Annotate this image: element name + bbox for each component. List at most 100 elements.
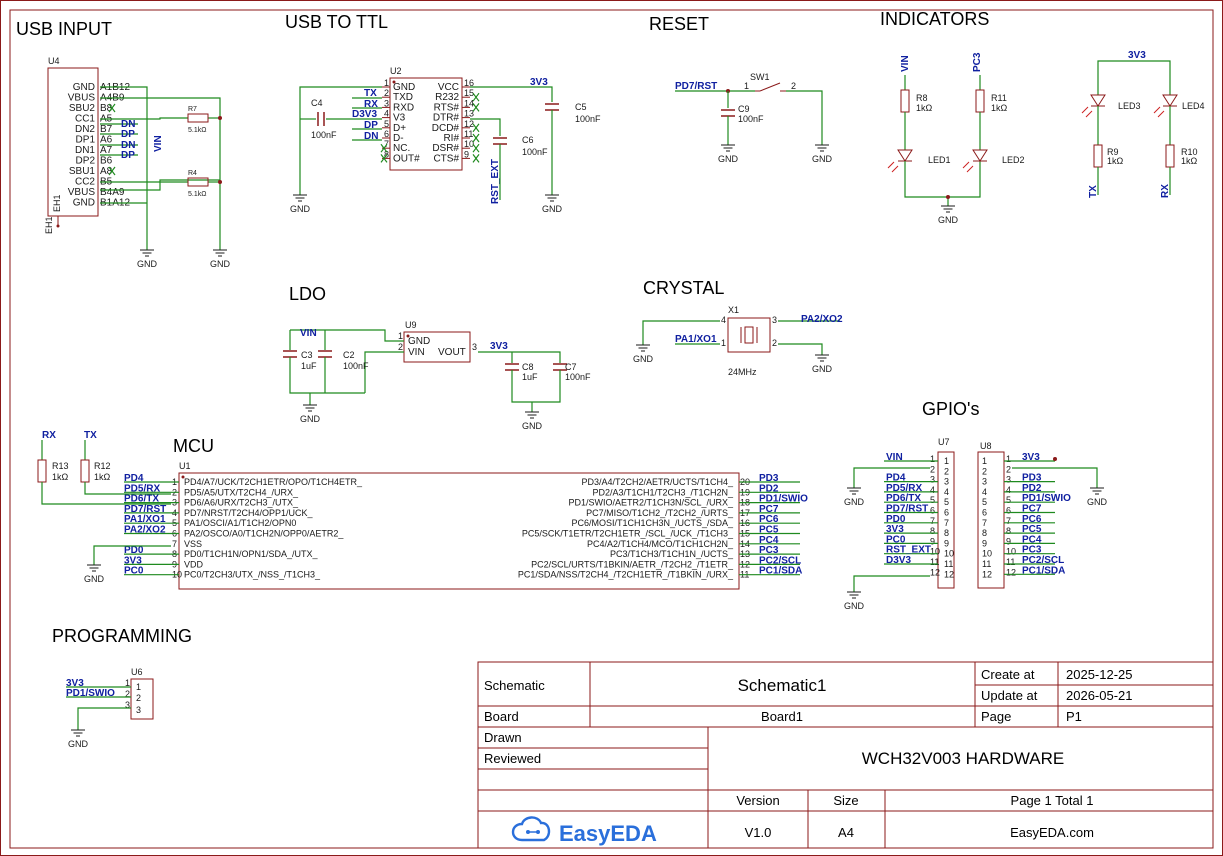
u7-net-label: PD5/RX	[886, 483, 922, 494]
led4-ref: LED4	[1182, 101, 1205, 111]
wire-3v3-led	[1097, 60, 1171, 95]
u1-mcu-body[interactable]	[178, 472, 740, 590]
c6-value: 100nF	[522, 147, 548, 157]
led3-ref: LED3	[1118, 101, 1141, 111]
r13-ref: R13	[52, 461, 69, 471]
r7-body[interactable]	[187, 113, 209, 123]
gnd-label: GND	[844, 497, 865, 507]
reset-block: PD7/RST SW1 1 2 C9 100nF	[675, 72, 823, 145]
led4-symbol[interactable]	[1162, 94, 1178, 107]
net-pa2-xo2: PA2/XO2	[801, 314, 843, 325]
u4-connector-body[interactable]	[47, 67, 99, 217]
tb-site: EasyEDA.com	[1010, 825, 1094, 840]
tb-create-label: Create at	[981, 667, 1035, 682]
u2-pin-label: D+	[393, 123, 406, 134]
net-dn-u2: DN	[364, 131, 378, 142]
r8-body[interactable]	[900, 89, 910, 113]
r13-body[interactable]	[37, 459, 47, 483]
u7-net-label: VIN	[886, 452, 903, 463]
nc-marker	[472, 103, 480, 112]
mcu-left-net: PD6/TX	[124, 494, 159, 505]
u7-pin-num: 6	[930, 506, 935, 516]
u4-pin-num: A8	[100, 166, 113, 177]
u7-pin-num: 1	[930, 454, 935, 464]
x1-pin3: 3	[772, 315, 777, 325]
mcu-left-pin-label: PC0/T2CH3/UTX_/NSS_/T1CH3_	[184, 570, 321, 580]
r11-body[interactable]	[975, 89, 985, 113]
u7-inner-num: 12	[944, 569, 954, 579]
u4-eh-dot	[56, 224, 60, 228]
u2-ref: U2	[390, 66, 402, 76]
u9-ldo-body[interactable]	[403, 331, 471, 363]
mcu-right-net: PD1/SWIO	[759, 494, 808, 505]
net-3v3-ldo: 3V3	[490, 341, 508, 352]
u2-ic-body[interactable]	[389, 77, 463, 171]
u6-ref: U6	[131, 667, 143, 677]
mcu-right-net: PC7	[759, 504, 779, 515]
c5-value: 100nF	[575, 114, 601, 124]
r12-body[interactable]	[80, 459, 90, 483]
wire-u7-gnd-top	[853, 467, 930, 488]
r8-value: 1kΩ	[916, 103, 933, 113]
u7-inner-num: 7	[944, 518, 949, 528]
u8-pin-num: 6	[1006, 506, 1011, 516]
r10-body[interactable]	[1165, 144, 1175, 168]
tb-page-value: P1	[1066, 709, 1082, 724]
u7-pin-num: 12	[930, 567, 940, 577]
r9-ref: R9	[1107, 147, 1119, 157]
x1-crystal-body[interactable]	[727, 317, 771, 353]
u2-pin-label: R232	[435, 92, 459, 103]
u4-pin-num: B8	[100, 103, 113, 114]
led2-symbol[interactable]	[972, 149, 988, 162]
u2-pin-label: RXD	[393, 102, 414, 113]
tb-version-label: Version	[736, 793, 779, 808]
net-rx-ind: RX	[1160, 184, 1171, 198]
r4-body[interactable]	[187, 177, 209, 187]
u8-pin-num: 5	[1006, 495, 1011, 505]
u8-pin-num: 12	[1006, 567, 1016, 577]
u8-pin-num: 11	[1006, 557, 1015, 567]
u8-net-label: PC7	[1022, 504, 1042, 515]
mcu-left-net: PD5/RX	[124, 483, 160, 494]
led3-symbol[interactable]	[1090, 94, 1106, 107]
sw1-lever[interactable]	[759, 82, 781, 92]
c8-value: 1uF	[522, 372, 538, 382]
u8-net-label: PC2/SCL	[1022, 555, 1064, 566]
c7-value: 100nF	[565, 372, 591, 382]
u7-header-body[interactable]	[937, 451, 955, 589]
u6-header-body[interactable]	[130, 678, 154, 720]
gnd-label: GND	[84, 574, 105, 584]
x1-pin1: 1	[721, 338, 726, 348]
r9-body[interactable]	[1093, 144, 1103, 168]
mcu-left-pin-label: VSS	[184, 539, 202, 549]
mcu-right-net: PC5	[759, 525, 779, 536]
u8-header-body[interactable]	[977, 451, 1005, 589]
u8-pin-num: 2	[1006, 464, 1011, 474]
led1-symbol[interactable]	[897, 149, 913, 162]
section-indicators: INDICATORS	[880, 9, 989, 29]
r12-ref: R12	[94, 461, 111, 471]
u8-inner-num: 6	[982, 508, 987, 518]
u7-pin-num: 11	[930, 557, 939, 567]
net-dn-b: DN	[121, 140, 135, 151]
mcu-left-net: 3V3	[124, 555, 142, 566]
c3-ref: C3	[301, 350, 313, 360]
net-tx-ind: TX	[1088, 185, 1099, 198]
crystal-block: X1 24MHz 4 3 1 2 PA1/XO1 PA2/XO2	[642, 305, 843, 377]
mcu-left-net: PD4	[124, 473, 144, 484]
u2-pin-label: V3	[393, 113, 406, 124]
x1-pin2: 2	[772, 338, 777, 348]
u7-inner-num: 4	[944, 487, 949, 497]
r9-value: 1kΩ	[1107, 156, 1124, 166]
nc-marker	[472, 143, 480, 153]
u4-label: CC2	[75, 177, 95, 188]
u8-net-label: PC5	[1022, 524, 1042, 535]
u2-pin-num: 12	[464, 119, 474, 129]
led2-ref: LED2	[1002, 155, 1025, 165]
wire-ldo-vin	[364, 351, 404, 393]
tb-page-label: Page	[981, 709, 1011, 724]
r4-value: 5.1kΩ	[188, 191, 206, 198]
mcu-right-pin-label: PC7/MISO/T1CH2_/T2CH2_/URTS_	[586, 508, 734, 518]
mcu-right-net: PC2/SCL	[759, 555, 801, 566]
